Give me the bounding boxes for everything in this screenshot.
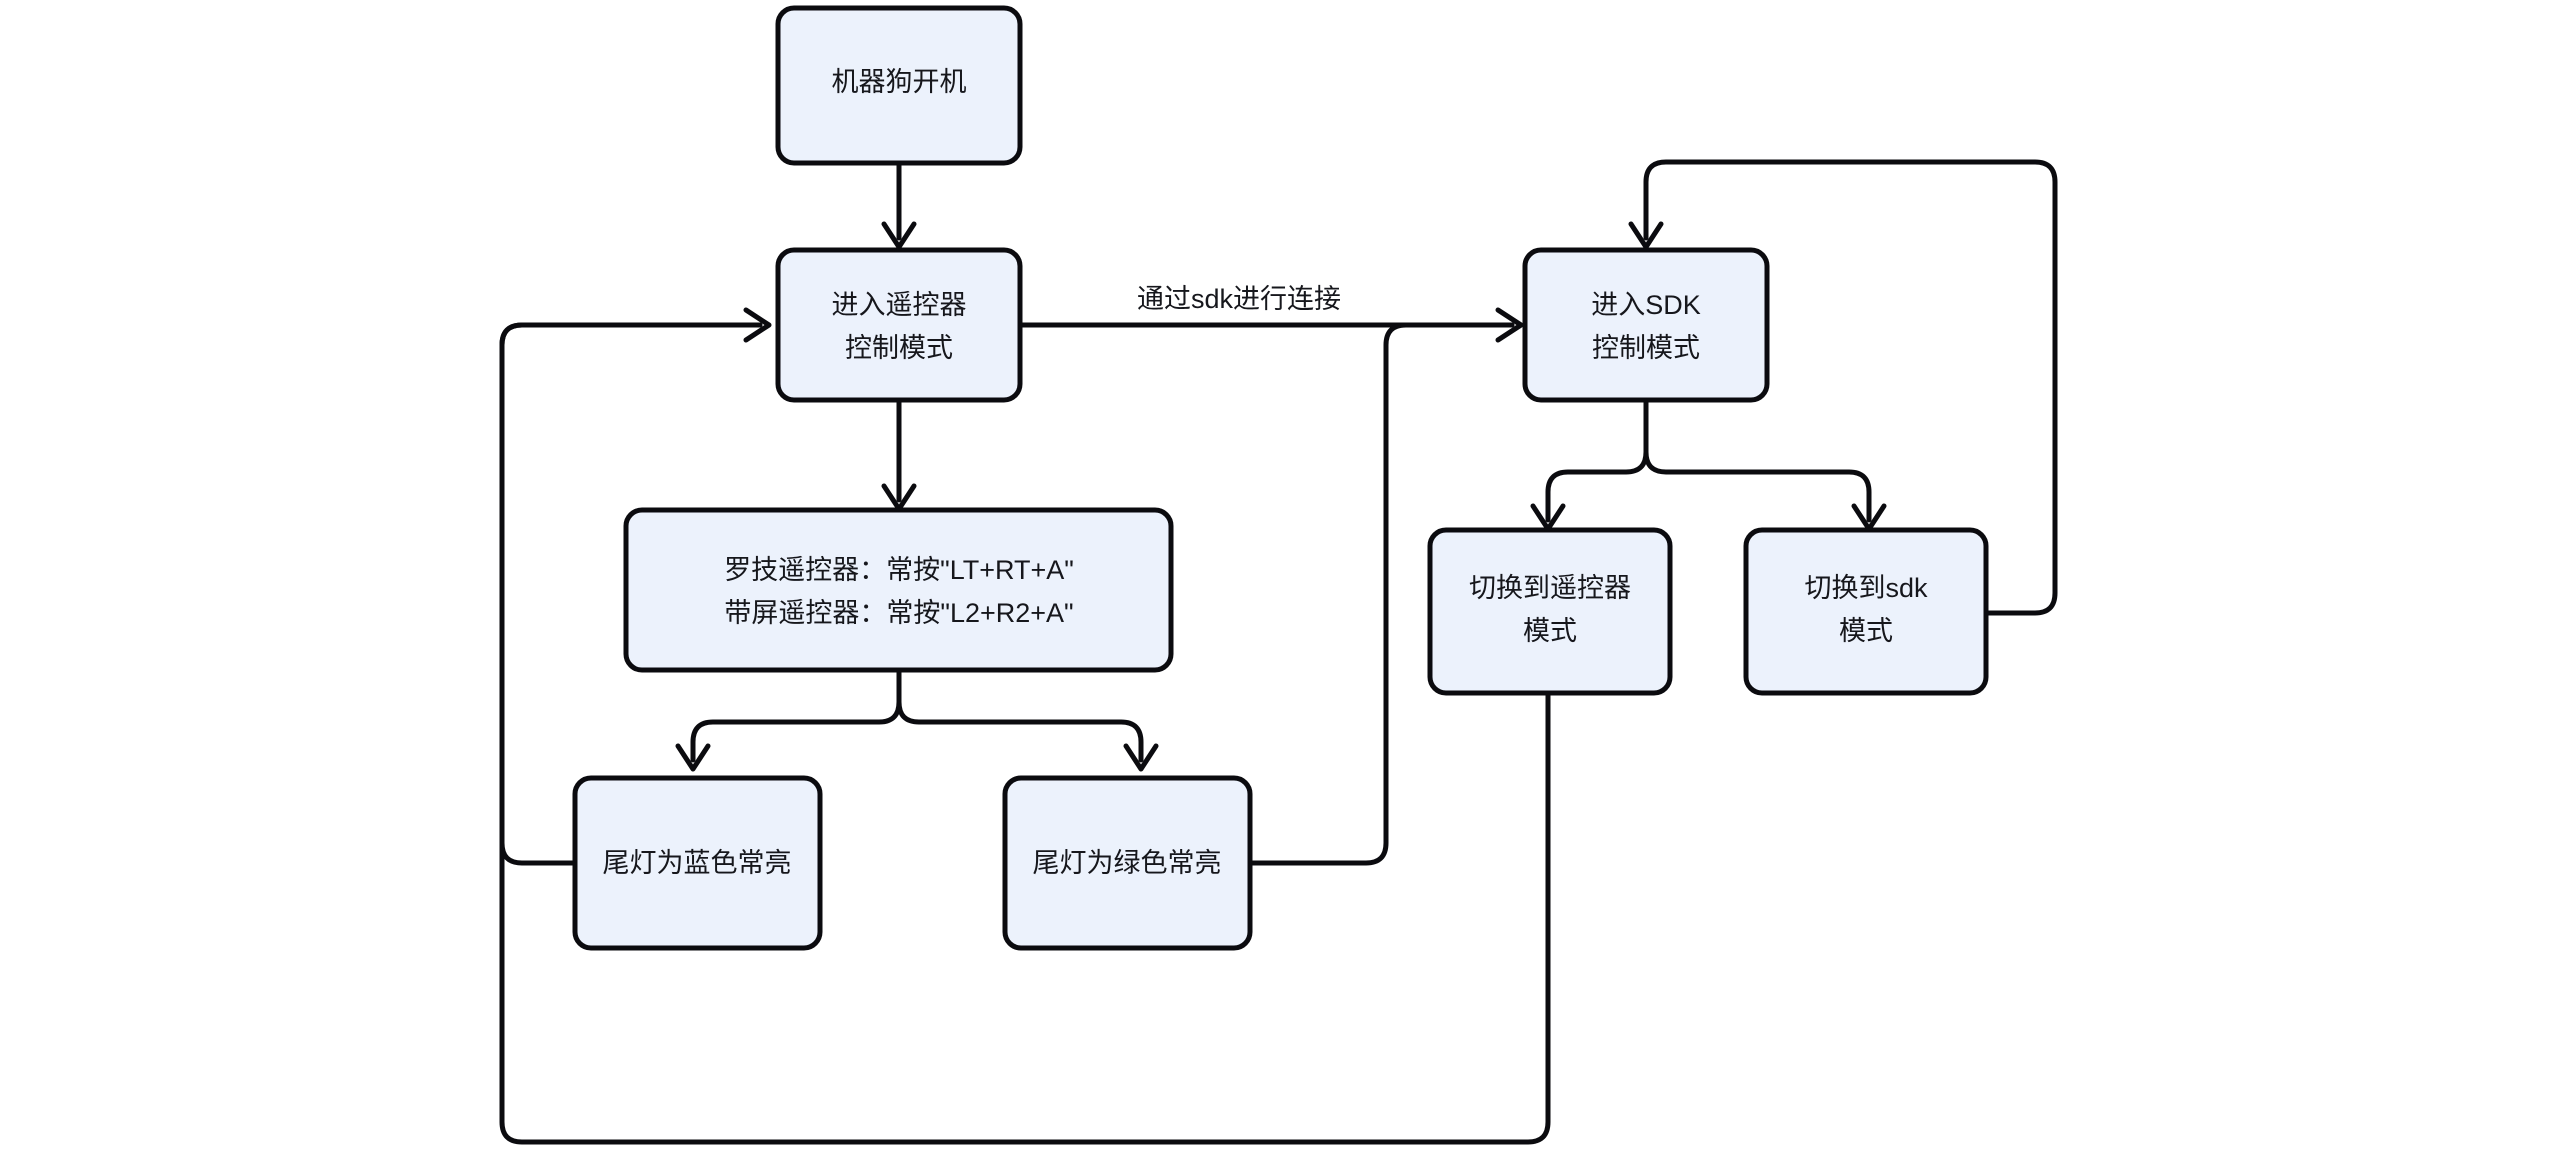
node-boot-label: 机器狗开机 bbox=[832, 67, 967, 97]
edge-label-connect-via-sdk: 通过sdk进行连接 bbox=[1137, 284, 1341, 314]
node-sdk-control-mode-label-line2: 控制模式 bbox=[1592, 333, 1700, 363]
edge-boot-to-rc-mode bbox=[881, 160, 917, 250]
node-switch-to-sdk-mode[interactable]: 切换到sdk 模式 bbox=[1743, 527, 1989, 696]
edge-sdk-mode-to-switch-rc bbox=[1530, 397, 1649, 532]
node-taillight-green-shape[interactable] bbox=[1002, 775, 1253, 951]
node-taillight-green-label: 尾灯为绿色常亮 bbox=[1033, 848, 1222, 878]
node-controller-combo-label-line2: 带屏遥控器：常按"L2+R2+A" bbox=[724, 598, 1073, 628]
node-sdk-control-mode[interactable]: 进入SDK 控制模式 bbox=[1522, 247, 1770, 403]
node-switch-to-rc-mode-label-line2: 模式 bbox=[1523, 616, 1577, 646]
edge-sdk-mode-to-switch-sdk bbox=[1643, 397, 1887, 532]
edge-label-layer: 通过sdk进行连接 bbox=[1137, 284, 1341, 314]
node-switch-to-rc-mode-label-line1: 切换到遥控器 bbox=[1469, 573, 1631, 603]
node-controller-combo-shape[interactable] bbox=[623, 507, 1174, 673]
edge-switch-rc-to-rc-mode bbox=[499, 322, 1551, 1145]
node-switch-to-rc-mode[interactable]: 切换到遥控器 模式 bbox=[1427, 527, 1673, 696]
node-controller-combo[interactable]: 罗技遥控器：常按"LT+RT+A" 带屏遥控器：常按"L2+R2+A" bbox=[623, 507, 1174, 673]
edge-rc-mode-to-combo bbox=[881, 397, 917, 512]
edge-combo-to-led-blue bbox=[675, 667, 902, 772]
node-sdk-control-mode-label-line1: 进入SDK bbox=[1591, 290, 1701, 320]
edge-switch-sdk-to-sdk-mode bbox=[1628, 159, 2058, 616]
node-boot[interactable]: 机器狗开机 bbox=[775, 5, 1023, 166]
node-switch-to-rc-mode-shape[interactable] bbox=[1427, 527, 1673, 696]
node-controller-combo-label-line1: 罗技遥控器：常按"LT+RT+A" bbox=[724, 555, 1074, 585]
node-layer: 机器狗开机 进入遥控器 控制模式 进入SDK 控制模式 罗技遥控器：常按"LT+… bbox=[572, 5, 1989, 951]
node-taillight-blue-shape[interactable] bbox=[572, 775, 823, 951]
node-rc-control-mode[interactable]: 进入遥控器 控制模式 bbox=[775, 247, 1023, 403]
node-rc-control-mode-label-line1: 进入遥控器 bbox=[832, 290, 967, 320]
node-taillight-blue[interactable]: 尾灯为蓝色常亮 bbox=[572, 775, 823, 951]
node-switch-to-sdk-mode-label-line1: 切换到sdk bbox=[1804, 573, 1928, 603]
node-taillight-blue-label: 尾灯为蓝色常亮 bbox=[603, 848, 792, 878]
edge-layer bbox=[499, 159, 2058, 1145]
node-rc-control-mode-shape[interactable] bbox=[775, 247, 1023, 403]
node-switch-to-sdk-mode-label-line2: 模式 bbox=[1839, 616, 1893, 646]
node-taillight-green[interactable]: 尾灯为绿色常亮 bbox=[1002, 775, 1253, 951]
node-sdk-control-mode-shape[interactable] bbox=[1522, 247, 1770, 403]
node-switch-to-sdk-mode-shape[interactable] bbox=[1743, 527, 1989, 696]
edge-combo-to-led-green bbox=[896, 667, 1159, 772]
edge-led-green-to-sdk-mode bbox=[1245, 322, 1515, 866]
node-boot-shape[interactable] bbox=[775, 5, 1023, 166]
node-rc-control-mode-label-line2: 控制模式 bbox=[845, 333, 953, 363]
